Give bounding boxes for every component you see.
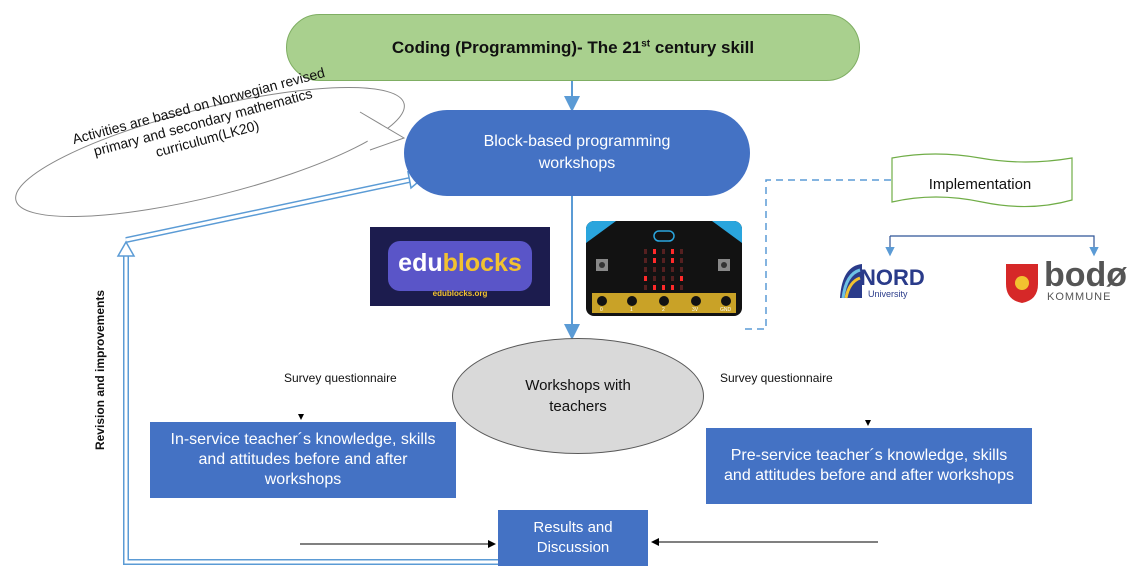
microbit-led [653,258,656,263]
preservice-box: Pre-service teacher´s knowledge, skills … [706,428,1032,504]
svg-text:1: 1 [630,307,633,313]
microbit-pins [592,293,736,313]
bodo-shield-icon [1006,264,1038,303]
survey-right-marker [865,420,871,426]
bodo-subtitle: KOMMUNE [1047,291,1112,303]
inservice-box: In-service teacher´s knowledge, skills a… [150,422,456,498]
survey-left-marker [298,414,304,420]
results-box: Results and Discussion [498,510,648,566]
nord-subtitle: University [868,289,908,299]
nord-logo: NORD [860,265,925,290]
microbit-led [653,285,656,290]
microbit-led [653,276,656,281]
microbit-led [662,258,665,263]
microbit-led [644,258,647,263]
teachers-workshop-text: Workshops with teachers [525,377,631,415]
revision-label: Revision and improvements [93,289,107,451]
bodo-logo: bodø [1044,256,1128,294]
implementation-label: Implementation [928,175,1032,193]
implementation-box [891,153,1073,208]
microbit-led [662,285,665,290]
edublocks-url: edublocks.org [432,289,488,298]
microbit-led [671,267,674,272]
microbit-led [680,267,683,272]
microbit-led [671,249,674,254]
microbit-led [680,249,683,254]
microbit-led [644,276,647,281]
microbit-led [671,276,674,281]
microbit-led [662,267,665,272]
microbit-led [644,249,647,254]
implementation-bracket [890,235,1099,257]
revision-loop [116,170,498,565]
teachers-workshop-ellipse: Workshops with teachers [452,338,704,454]
callout-bubble [15,86,406,218]
title-pill: Coding (Programming)- The 21st century s… [286,14,860,81]
survey-label-right: Survey questionnaire [720,371,833,385]
edublocks-logo: edublocks edublocks.org [370,227,550,306]
microbit-led [653,249,656,254]
microbit-led [662,249,665,254]
microbit-led [680,276,683,281]
nord-emblem-icon [840,264,862,299]
microbit-led [671,285,674,290]
edublocks-wordmark: edublocks [398,249,522,277]
microbit-led [644,285,647,290]
svg-text:2: 2 [662,307,665,313]
microbit-led [680,258,683,263]
edublocks-icon [388,241,532,291]
microbit-image: 0 1 2 3V GND [586,221,742,316]
microbit-led [671,258,674,263]
svg-text:GND: GND [720,307,732,313]
microbit-led [653,267,656,272]
title-text: Coding (Programming)- The 21st century s… [391,37,755,57]
dashed-link-implementation [745,179,892,330]
microbit-led [662,276,665,281]
microbit-led [680,285,683,290]
svg-text:3V: 3V [692,307,699,313]
workshops-pill: Block-based programming workshops [404,110,750,196]
survey-label-left: Survey questionnaire [284,371,397,385]
svg-text:0: 0 [600,307,603,313]
microbit-led [644,267,647,272]
